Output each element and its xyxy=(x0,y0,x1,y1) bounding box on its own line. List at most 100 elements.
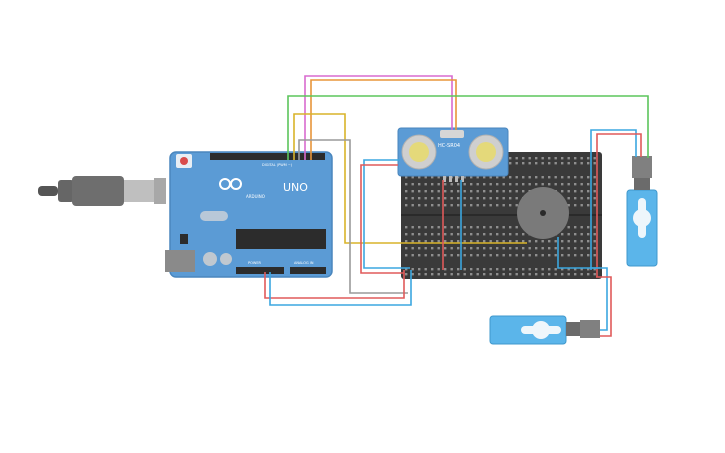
breadboard-hole xyxy=(463,233,466,236)
breadboard-hole xyxy=(548,157,551,160)
breadboard-hole xyxy=(424,190,427,193)
breadboard-hole xyxy=(411,268,414,271)
wire-red-arduino xyxy=(264,270,405,299)
breadboard-hole xyxy=(437,233,440,236)
breadboard-hole xyxy=(502,176,505,179)
breadboard-hole xyxy=(444,233,447,236)
breadboard-hole xyxy=(515,190,518,193)
breadboard-hole xyxy=(535,254,538,257)
breadboard-hole xyxy=(561,162,564,165)
breadboard-hole xyxy=(502,197,505,200)
wires xyxy=(264,75,649,337)
breadboard-hole xyxy=(437,254,440,257)
breadboard-hole xyxy=(424,197,427,200)
breadboard-hole xyxy=(567,183,570,186)
breadboard-hole xyxy=(476,240,479,243)
breadboard-hole xyxy=(411,197,414,200)
breadboard-hole xyxy=(405,197,408,200)
breadboard-hole xyxy=(567,190,570,193)
breadboard-hole xyxy=(509,162,512,165)
breadboard-hole xyxy=(587,247,590,250)
breadboard-hole xyxy=(535,273,538,276)
wire-blue-servo-right xyxy=(590,129,637,270)
breadboard-hole xyxy=(411,233,414,236)
breadboard-hole xyxy=(548,268,551,271)
breadboard-hole xyxy=(496,273,499,276)
breadboard-hole xyxy=(431,190,434,193)
breadboard-hole xyxy=(437,268,440,271)
breadboard-hole xyxy=(528,240,531,243)
breadboard-hole xyxy=(418,273,421,276)
breadboard-hole xyxy=(574,183,577,186)
breadboard-hole xyxy=(541,176,544,179)
breadboard-hole xyxy=(522,254,525,257)
breadboard-hole xyxy=(444,254,447,257)
breadboard-hole xyxy=(431,226,434,229)
breadboard-hole xyxy=(535,162,538,165)
breadboard-hole xyxy=(548,183,551,186)
breadboard-hole xyxy=(554,157,557,160)
breadboard-hole xyxy=(424,183,427,186)
breadboard-hole xyxy=(450,233,453,236)
breadboard-hole xyxy=(418,204,421,207)
breadboard-hole xyxy=(424,204,427,207)
wire-orange xyxy=(310,79,457,160)
breadboard-hole xyxy=(476,254,479,257)
breadboard-hole xyxy=(567,176,570,179)
breadboard-hole xyxy=(522,162,525,165)
breadboard-hole xyxy=(496,183,499,186)
breadboard-hole xyxy=(450,268,453,271)
breadboard-hole xyxy=(522,240,525,243)
breadboard-hole xyxy=(574,268,577,271)
breadboard-hole xyxy=(587,226,590,229)
breadboard-hole xyxy=(450,240,453,243)
breadboard-hole xyxy=(580,157,583,160)
breadboard-hole xyxy=(470,233,473,236)
breadboard-hole xyxy=(528,273,531,276)
breadboard-hole xyxy=(574,233,577,236)
breadboard-hole xyxy=(541,183,544,186)
breadboard-hole xyxy=(574,162,577,165)
breadboard-hole xyxy=(424,240,427,243)
breadboard-hole xyxy=(509,226,512,229)
breadboard-hole xyxy=(548,240,551,243)
breadboard-hole xyxy=(541,247,544,250)
breadboard-hole xyxy=(470,273,473,276)
breadboard-hole xyxy=(483,233,486,236)
breadboard-hole xyxy=(424,226,427,229)
breadboard-hole xyxy=(515,240,518,243)
breadboard-hole xyxy=(502,273,505,276)
breadboard-hole xyxy=(483,268,486,271)
breadboard-hole xyxy=(496,240,499,243)
breadboard-hole xyxy=(411,176,414,179)
breadboard-hole xyxy=(554,254,557,257)
breadboard-hole xyxy=(411,204,414,207)
breadboard-hole xyxy=(509,273,512,276)
breadboard-hole xyxy=(502,268,505,271)
breadboard-hole xyxy=(405,226,408,229)
breadboard-hole xyxy=(515,197,518,200)
breadboard-hole xyxy=(587,176,590,179)
breadboard-hole xyxy=(411,240,414,243)
breadboard-hole xyxy=(444,183,447,186)
breadboard-hole xyxy=(515,176,518,179)
breadboard-hole xyxy=(483,226,486,229)
ultrasonic-sensor: HC-SR04 xyxy=(397,127,509,182)
breadboard-hole xyxy=(483,240,486,243)
breadboard-hole xyxy=(548,273,551,276)
breadboard-hole xyxy=(541,273,544,276)
breadboard-hole xyxy=(476,233,479,236)
breadboard-hole xyxy=(567,233,570,236)
breadboard-hole xyxy=(515,233,518,236)
breadboard-hole xyxy=(496,226,499,229)
breadboard-hole xyxy=(567,204,570,207)
breadboard-hole xyxy=(522,268,525,271)
breadboard-hole xyxy=(580,183,583,186)
breadboard-hole xyxy=(483,204,486,207)
breadboard-hole xyxy=(437,197,440,200)
breadboard-hole xyxy=(457,176,460,179)
breadboard-hole xyxy=(535,176,538,179)
breadboard-hole xyxy=(509,176,512,179)
breadboard-hole xyxy=(457,190,460,193)
breadboard-hole xyxy=(457,240,460,243)
